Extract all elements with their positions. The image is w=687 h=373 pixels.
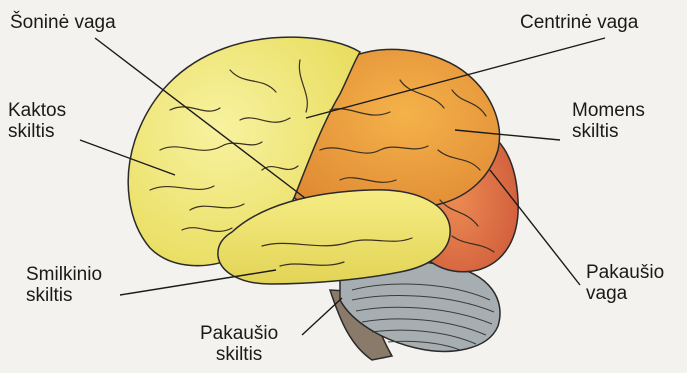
label-frontal-lobe: Kaktos skiltis bbox=[8, 100, 66, 142]
label-parietal-lobe: Momens skiltis bbox=[572, 100, 645, 142]
label-occipital-sulcus: Pakaušio vaga bbox=[586, 262, 664, 304]
label-temporal-lobe: Smilkinio skiltis bbox=[26, 264, 102, 306]
label-central-sulcus: Centrinė vaga bbox=[520, 12, 638, 33]
label-occipital-lobe: Pakaušio skiltis bbox=[200, 323, 278, 365]
label-lateral-sulcus: Šoninė vaga bbox=[10, 12, 116, 33]
